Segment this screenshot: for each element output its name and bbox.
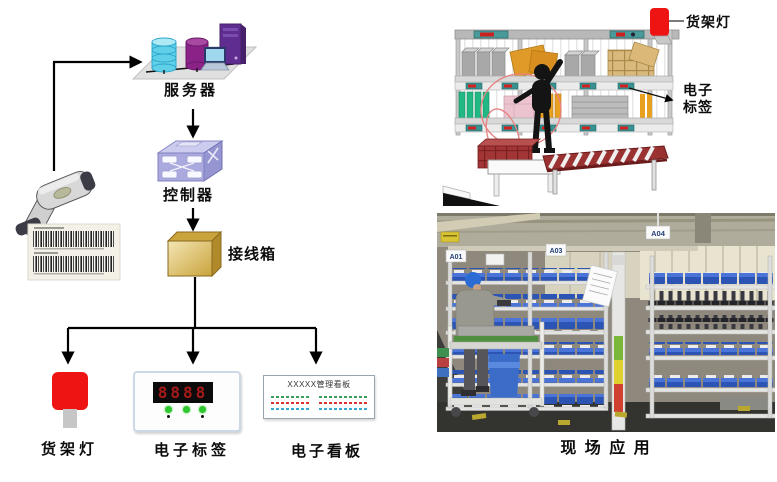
svg-text:A04: A04 (651, 229, 666, 238)
ekanban-label: 电子看板 (291, 443, 364, 460)
server-icon (131, 23, 258, 80)
shelf-illustration (442, 8, 684, 206)
junction-box-label: 接线箱 (228, 246, 277, 263)
photo-cart (447, 321, 545, 417)
controller-icon (156, 140, 224, 182)
led-green-icon (199, 406, 206, 413)
photo-caption: 现 场 应 用 (560, 440, 652, 457)
callout-arrow (628, 87, 674, 103)
illustration-etag-label: 电子 标签 (683, 82, 713, 116)
shelf-light-stem (63, 409, 77, 428)
warehouse-photo: A01 A03 A04 (437, 213, 775, 432)
button-dot-icon (201, 415, 204, 418)
button-dot-icon (167, 415, 170, 418)
worker-silhouette (513, 59, 563, 153)
workstation-icon (200, 47, 230, 71)
conveyor-icon (487, 145, 669, 197)
photo-misc (437, 348, 750, 425)
ekanban-board: XXXXX管理看板 (263, 375, 375, 419)
conveyor-end (442, 185, 471, 200)
shelf-light-device (52, 372, 88, 410)
etag-device: 8888 (133, 371, 241, 432)
database-cylinder-icon (151, 37, 177, 74)
etag-label: 电子标签 (154, 442, 231, 459)
led-green-icon (183, 406, 190, 413)
server-label: 服务器 (164, 82, 219, 99)
photo-location-signs: A01 A03 A04 (445, 213, 671, 266)
shelf-light-label: 货架灯 (41, 441, 99, 458)
svg-text:A03: A03 (550, 248, 563, 255)
shelf-boxes-row1 (461, 41, 660, 79)
led-green-icon (165, 406, 172, 413)
photo-notice-paper (582, 264, 618, 308)
ekanban-title: XXXXX管理看板 (287, 380, 351, 389)
flow-connectors (52, 55, 323, 365)
photo-right-rack (645, 255, 775, 419)
rail-display-icon (473, 30, 645, 39)
svg-text:A01: A01 (450, 254, 463, 261)
photo-mid-post (611, 251, 626, 431)
barcode-labels (27, 223, 121, 281)
shelf-light-icon (650, 8, 673, 45)
illustration-shelf-light-label: 货架灯 (686, 14, 731, 30)
etag-display: 8888 (153, 382, 213, 403)
junction-box-icon (166, 230, 223, 278)
controller-label: 控制器 (163, 187, 215, 204)
ekanban-rows (264, 390, 374, 410)
conveyor-wedge (443, 193, 500, 206)
